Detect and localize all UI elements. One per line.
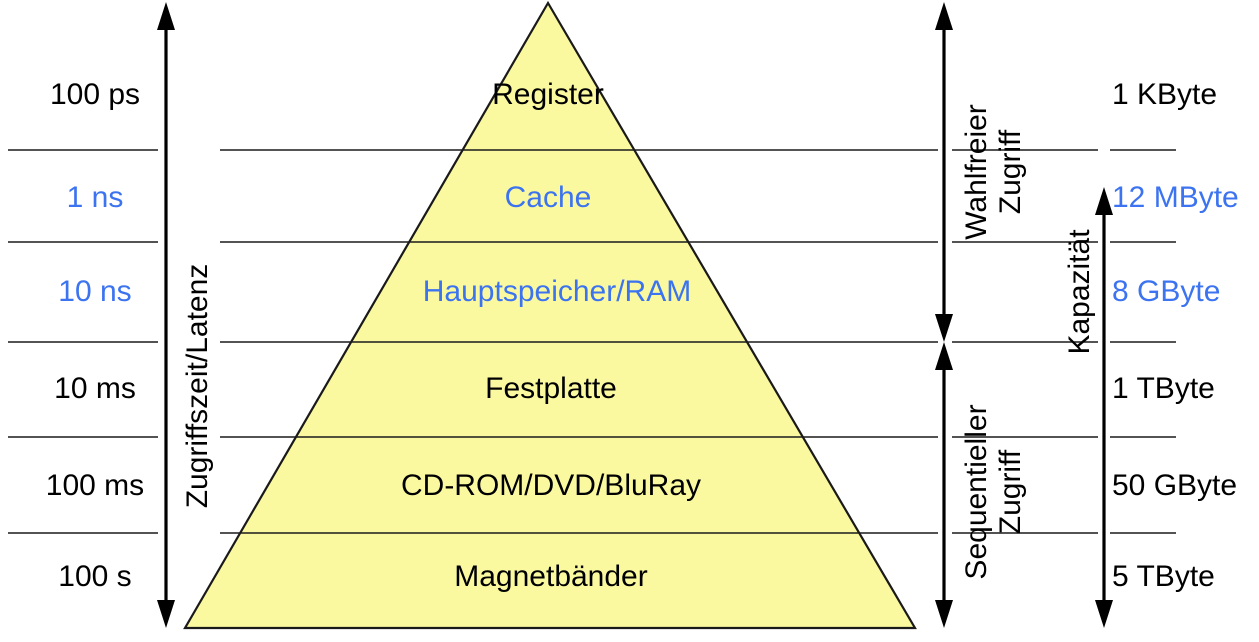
pyramid-shape [183, 0, 917, 630]
capacity-value-optical: 50 GByte [1112, 469, 1237, 502]
latency-value-tape: 100 s [58, 560, 131, 593]
tier-label-harddisk: Festplatte [485, 372, 617, 405]
capacity-axis-arrow [1095, 187, 1113, 628]
random-access-label-line2: Zugriff [994, 129, 1027, 214]
tier-label-tape: Magnetbänder [454, 560, 647, 593]
sequential-access-label-line1: Sequentieller [960, 404, 993, 579]
capacity-value-tape: 5 TByte [1112, 560, 1215, 593]
capacity-value-cache: 12 MByte [1112, 181, 1239, 214]
latency-axis-label: Zugriffszeit/Latenz [181, 264, 214, 509]
capacity-value-ram: 8 GByte [1112, 275, 1220, 308]
capacity-value-register: 1 KByte [1112, 78, 1217, 111]
tier-label-cache: Cache [505, 181, 592, 214]
random-access-axis-arrow [935, 2, 953, 342]
latency-value-harddisk: 10 ms [54, 372, 136, 405]
tier-label-register: Register [492, 78, 604, 111]
capacity-axis-label: Kapazität [1063, 229, 1096, 355]
tier-label-optical: CD-ROM/DVD/BluRay [401, 469, 701, 502]
latency-axis-arrow [157, 2, 175, 628]
latency-value-optical: 100 ms [46, 469, 144, 502]
random-access-label-line1: Wahlfreier [960, 104, 993, 240]
capacity-value-harddisk: 1 TByte [1112, 372, 1215, 405]
latency-value-cache: 1 ns [67, 181, 124, 214]
latency-value-register: 100 ps [50, 78, 140, 111]
sequential-access-label-line2: Zugriff [994, 449, 1027, 534]
latency-value-ram: 10 ns [58, 275, 131, 308]
tier-label-ram: Hauptspeicher/RAM [423, 275, 691, 308]
sequential-access-axis-arrow [935, 342, 953, 628]
